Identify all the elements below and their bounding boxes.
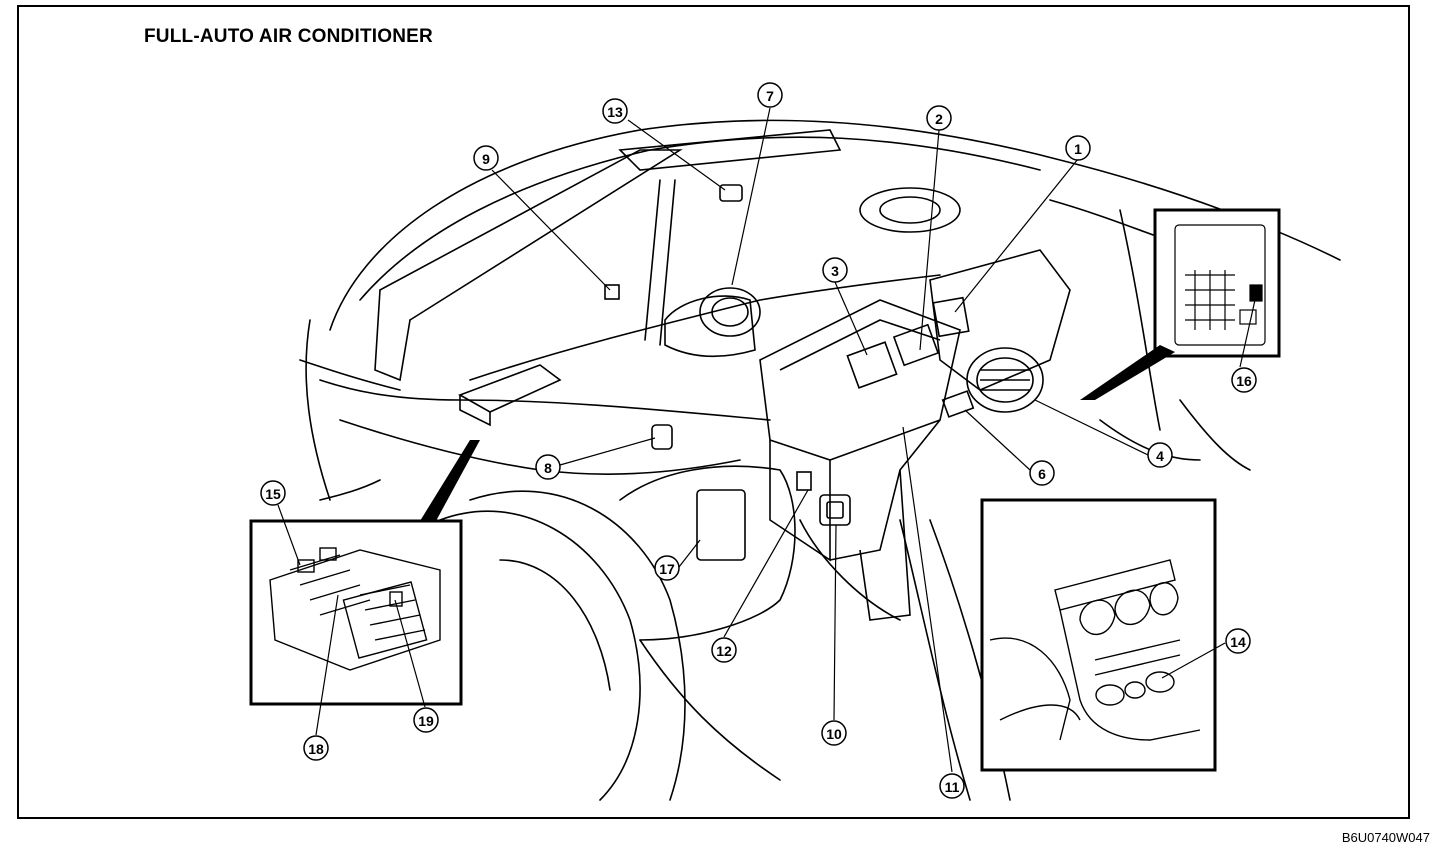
callout-15: 15 bbox=[260, 480, 286, 506]
leader-lines bbox=[277, 107, 1256, 773]
callout-3: 3 bbox=[822, 257, 848, 283]
callout-number: 6 bbox=[1038, 466, 1046, 482]
callout-circle bbox=[711, 637, 737, 663]
hvac-unit bbox=[458, 184, 1071, 621]
callout-19: 19 bbox=[413, 707, 439, 733]
callout-circle bbox=[535, 454, 561, 480]
callout-number: 9 bbox=[482, 151, 490, 167]
callout-number: 2 bbox=[935, 111, 943, 127]
inset-fusebox bbox=[249, 440, 480, 706]
callout-1: 1 bbox=[1065, 135, 1091, 161]
callout-17: 17 bbox=[654, 555, 680, 581]
callout-number: 1 bbox=[1074, 141, 1082, 157]
callout-7: 7 bbox=[757, 82, 783, 108]
callout-circle bbox=[1225, 628, 1251, 654]
callout-13: 13 bbox=[602, 98, 628, 124]
callout-14: 14 bbox=[1225, 628, 1251, 654]
callout-16: 16 bbox=[1231, 367, 1257, 393]
car-body bbox=[299, 119, 1341, 801]
callout-number: 12 bbox=[716, 643, 732, 659]
callout-circle bbox=[1147, 442, 1173, 468]
callout-number: 13 bbox=[607, 104, 623, 120]
callout-number: 15 bbox=[265, 486, 281, 502]
callout-number: 7 bbox=[766, 88, 774, 104]
callout-number: 17 bbox=[659, 561, 675, 577]
callout-circle bbox=[1065, 135, 1091, 161]
inset-fusepanel bbox=[1080, 208, 1281, 400]
callout-6: 6 bbox=[1029, 460, 1055, 486]
callout-circle bbox=[821, 720, 847, 746]
callout-10: 10 bbox=[821, 720, 847, 746]
callout-number: 16 bbox=[1236, 373, 1252, 389]
diagram-title: FULL-AUTO AIR CONDITIONER bbox=[144, 26, 433, 47]
callout-9: 9 bbox=[473, 145, 499, 171]
callout-number: 10 bbox=[826, 726, 842, 742]
figure-code: B6U0740W047 bbox=[1341, 830, 1430, 845]
callout-number: 11 bbox=[945, 779, 960, 795]
callout-circle bbox=[413, 707, 439, 733]
callout-number: 3 bbox=[831, 263, 839, 279]
inset-control-panel bbox=[980, 498, 1217, 772]
callout-number: 4 bbox=[1156, 448, 1164, 464]
callout-11: 11 bbox=[939, 773, 965, 799]
callout-circle bbox=[602, 98, 628, 124]
callout-number: 8 bbox=[544, 460, 552, 476]
callout-8: 8 bbox=[535, 454, 561, 480]
callout-circle bbox=[822, 257, 848, 283]
callout-circle bbox=[473, 145, 499, 171]
callout-number: 18 bbox=[308, 741, 324, 757]
callout-circle bbox=[654, 555, 680, 581]
callout-circle bbox=[1029, 460, 1055, 486]
callout-2: 2 bbox=[926, 105, 952, 131]
callout-18: 18 bbox=[303, 735, 329, 761]
callout-12: 12 bbox=[711, 637, 737, 663]
callout-circle bbox=[303, 735, 329, 761]
outer-border bbox=[17, 5, 1410, 819]
callout-circle bbox=[757, 82, 783, 108]
callout-number: 19 bbox=[418, 713, 434, 729]
callout-circle bbox=[939, 773, 965, 799]
callout-circle bbox=[1231, 367, 1257, 393]
callout-circle bbox=[926, 105, 952, 131]
callout-number: 14 bbox=[1230, 634, 1246, 650]
callout-4: 4 bbox=[1147, 442, 1173, 468]
callout-circle bbox=[260, 480, 286, 506]
